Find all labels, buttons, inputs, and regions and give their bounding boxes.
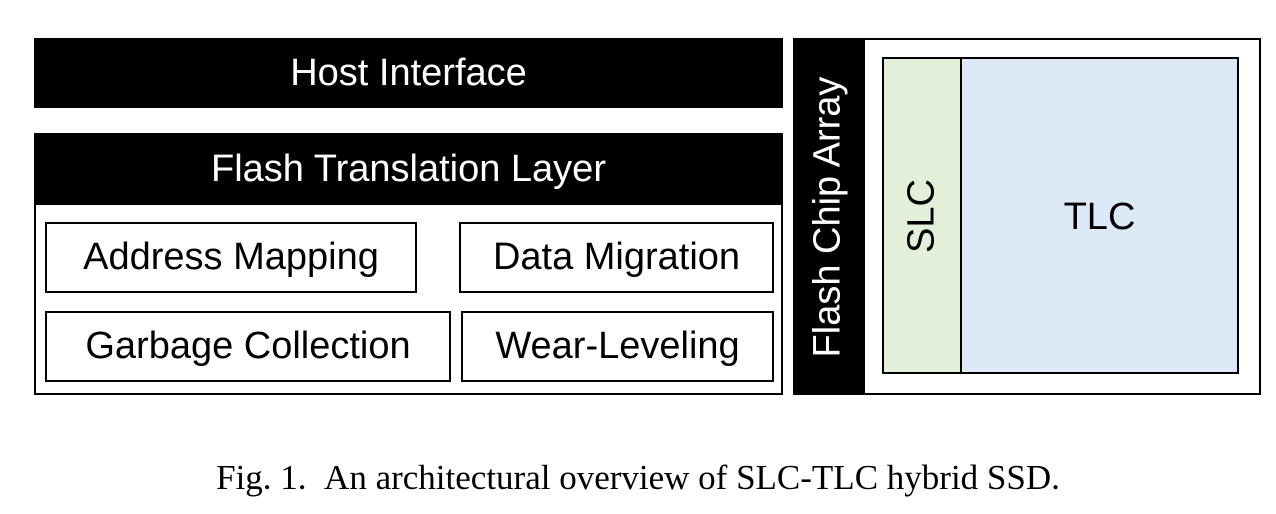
tlc-region: TLC [960, 57, 1239, 374]
garbage-collection-label: Garbage Collection [85, 325, 411, 367]
slc-region: SLC [882, 57, 962, 374]
address-mapping-label: Address Mapping [83, 236, 379, 278]
address-mapping-box: Address Mapping [45, 222, 417, 293]
garbage-collection-box: Garbage Collection [45, 311, 451, 382]
flash-chip-array-bar: Flash Chip Array [793, 38, 863, 395]
tlc-label: TLC [1063, 196, 1136, 238]
data-migration-box: Data Migration [459, 222, 774, 293]
data-migration-label: Data Migration [492, 236, 741, 278]
slc-label: SLC [900, 178, 943, 253]
wear-leveling-label: Wear-Leveling [495, 325, 740, 367]
figure-caption: Fig. 1. An architectural overview of SLC… [216, 458, 1060, 497]
host-interface-label: Host Interface [290, 51, 527, 94]
host-interface-block: Host Interface [34, 38, 783, 108]
wear-leveling-box: Wear-Leveling [461, 311, 774, 382]
ftl-title: Flash Translation Layer [211, 147, 606, 190]
ftl-header: Flash Translation Layer [34, 133, 783, 205]
flash-chip-array-label: Flash Chip Array [806, 76, 849, 357]
